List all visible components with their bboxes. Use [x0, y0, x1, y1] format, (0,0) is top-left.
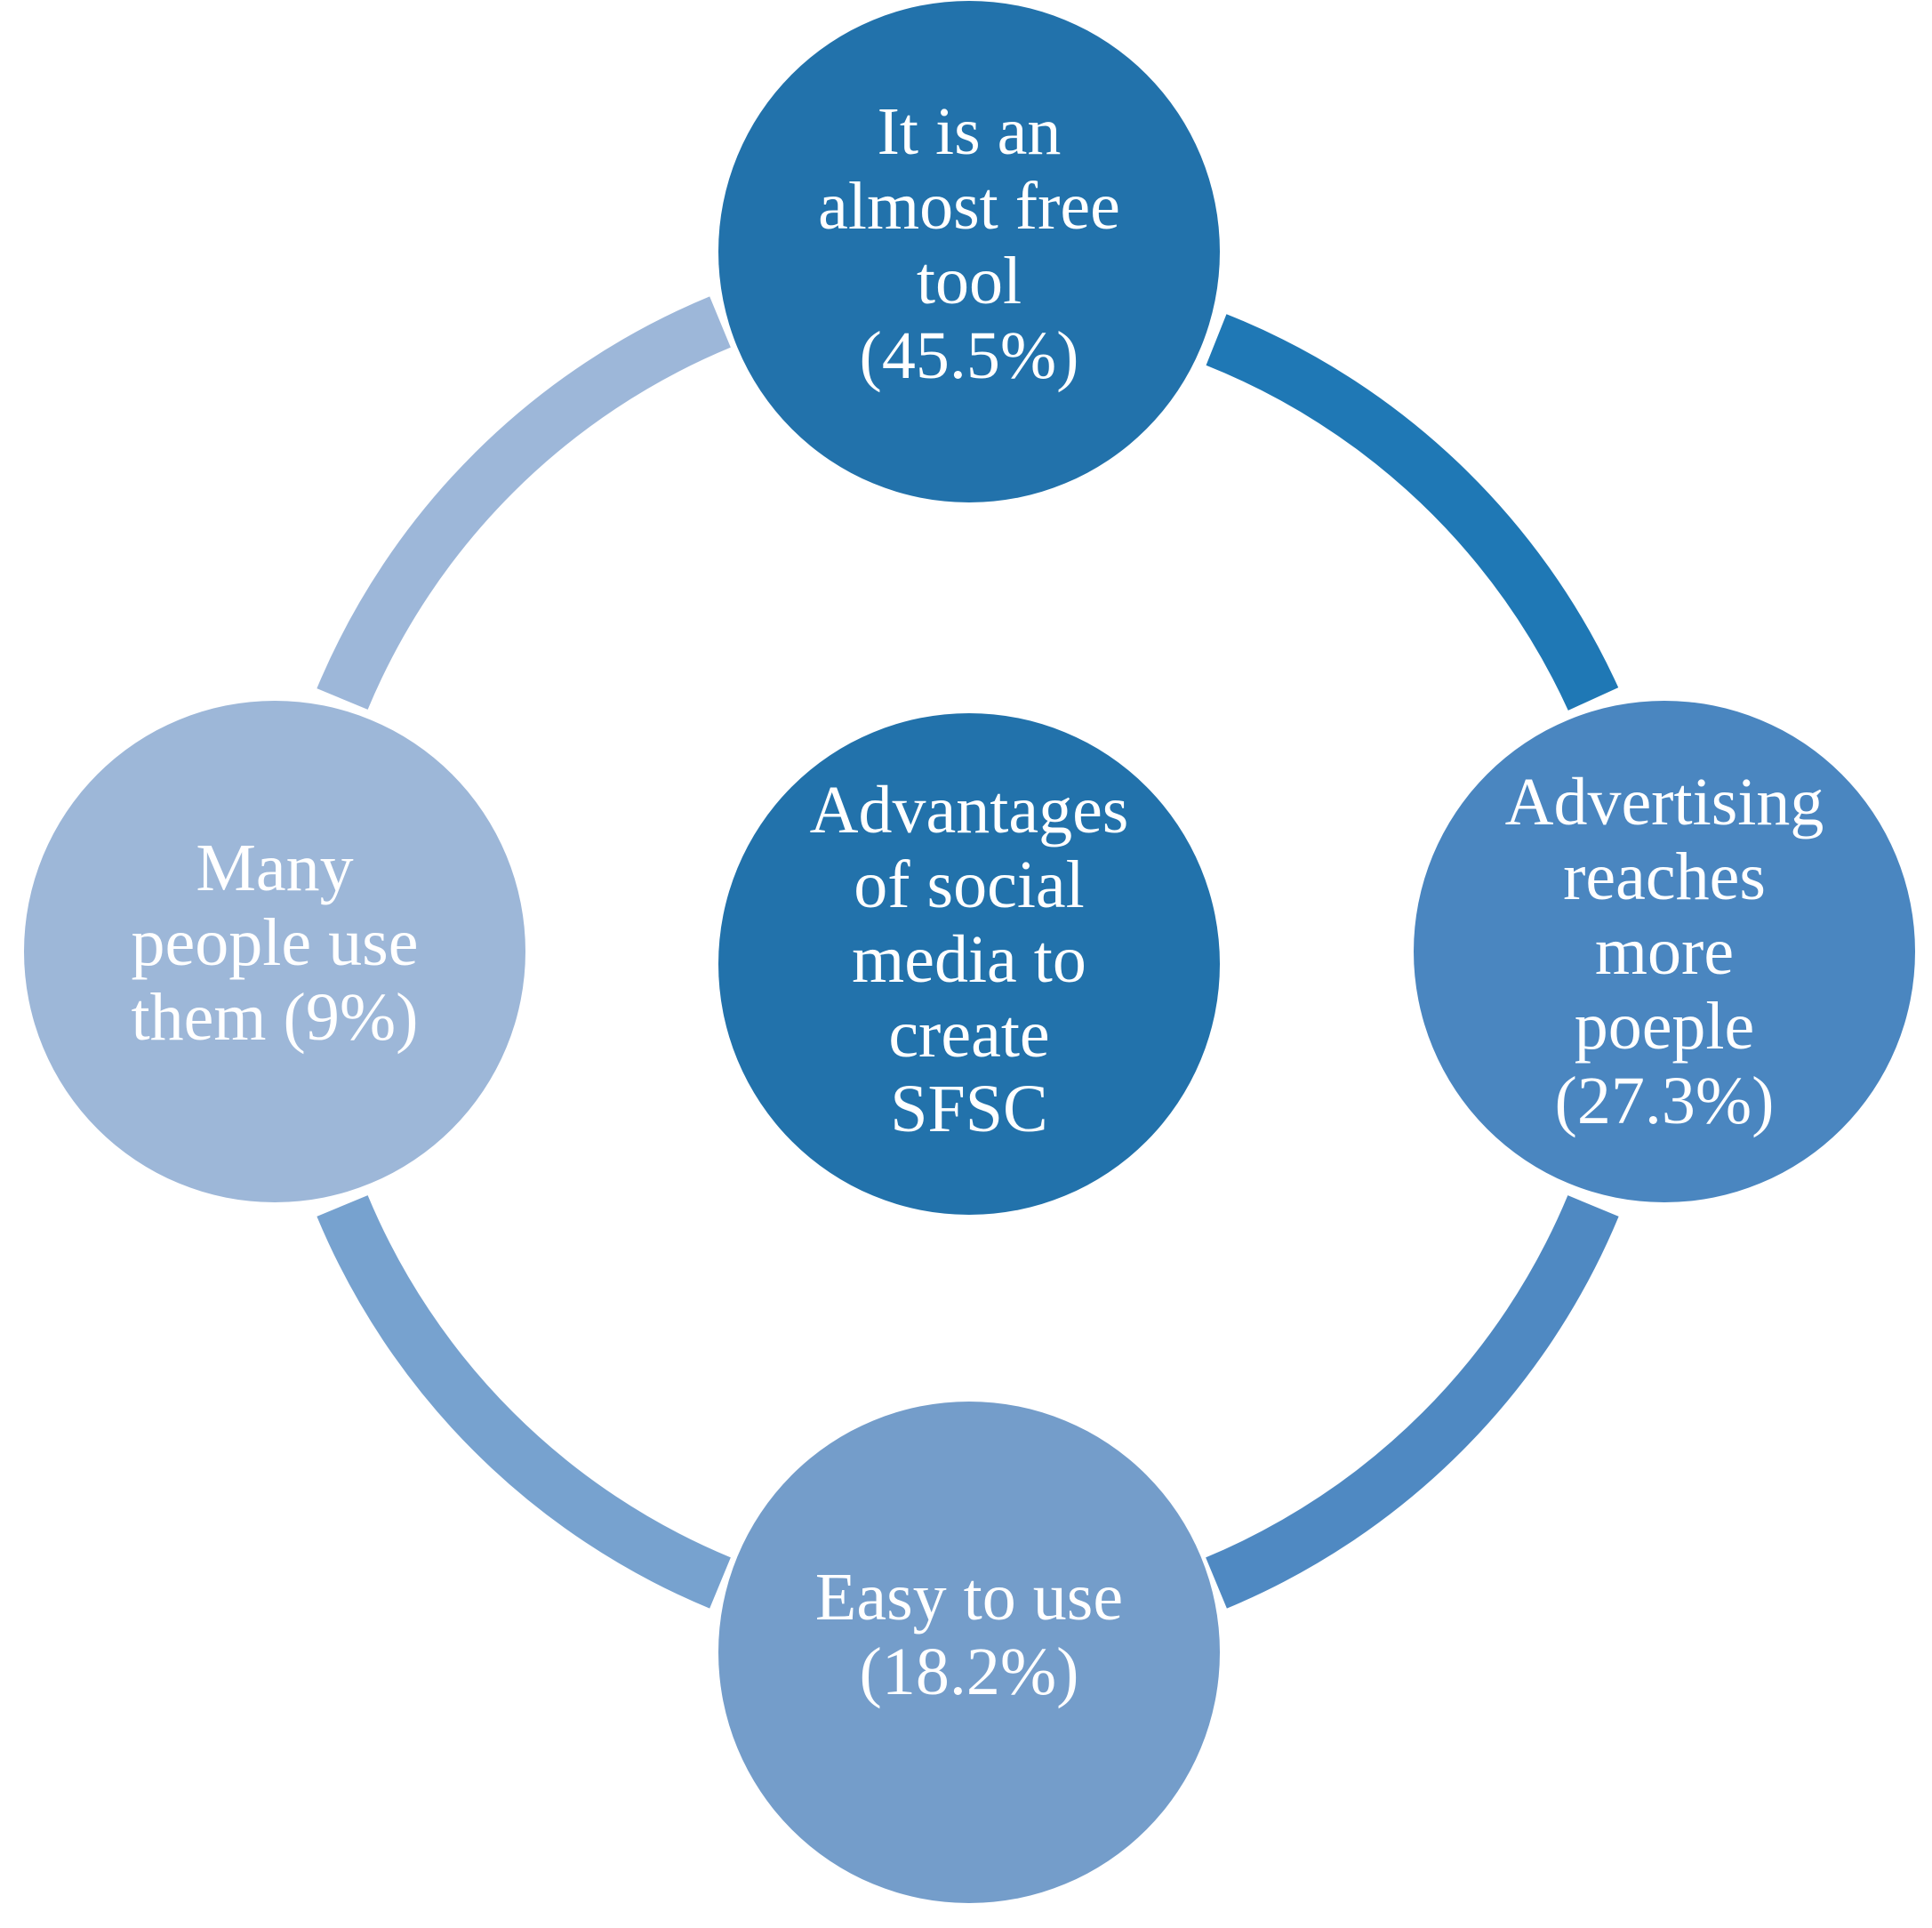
arc-left-to-top [317, 296, 731, 710]
node-almost-free-tool-label: It is an almost free tool (45.5%) [818, 94, 1120, 393]
arc-top-to-right [1206, 314, 1619, 711]
node-many-people-use-label: Many people use them (9%) [131, 831, 419, 1055]
node-advertising-reach-label: Advertising reaches more poeple (27.3%) [1504, 765, 1824, 1138]
node-almost-free-tool: It is an almost free tool (45.5%) [718, 1, 1220, 502]
arc-bottom-to-left [317, 1195, 731, 1609]
node-advertising-reach: Advertising reaches more poeple (27.3%) [1414, 701, 1915, 1202]
center-node: Advantages of social media to create SFS… [718, 713, 1220, 1215]
node-easy-to-use-label: Easy to use (18.2%) [814, 1560, 1124, 1709]
node-many-people-use: Many people use them (9%) [24, 701, 525, 1202]
arc-right-to-bottom [1206, 1195, 1619, 1609]
center-node-label: Advantages of social media to create SFS… [809, 773, 1129, 1146]
node-easy-to-use: Easy to use (18.2%) [718, 1402, 1220, 1903]
